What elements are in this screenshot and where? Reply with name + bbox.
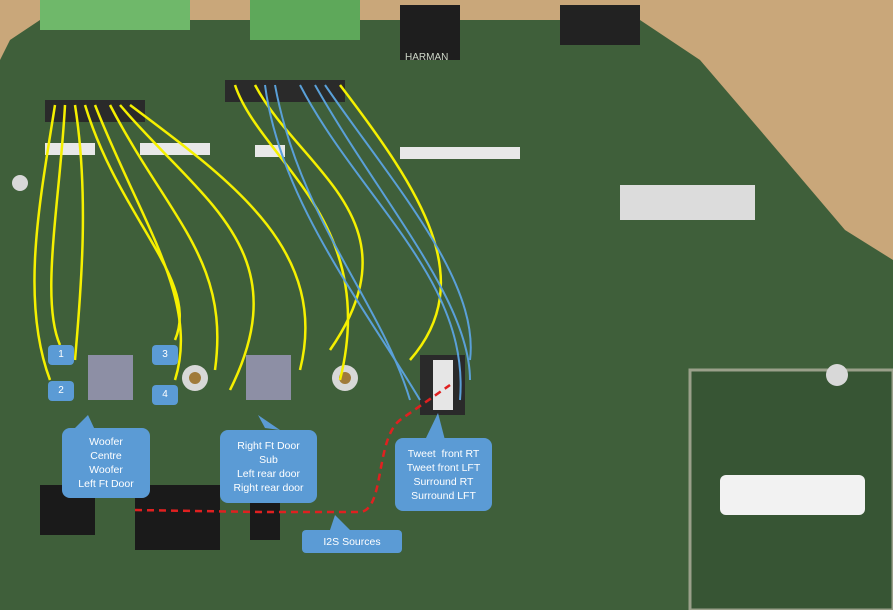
callout-line: Tweet front RT	[407, 447, 480, 460]
amp1-callout: Woofer Centre Woofer Left Ft Door	[62, 428, 150, 498]
callout-line: Centre	[90, 450, 122, 462]
amp3-callout: Tweet front RT Tweet front LFT Surround …	[395, 438, 492, 511]
i2s-sources-callout: I2S Sources	[302, 530, 402, 553]
header-strip-2	[225, 80, 345, 102]
memory-chip	[135, 485, 220, 550]
callout-line: Left Ft Door	[78, 478, 134, 490]
white-label	[720, 475, 865, 515]
black-connector-2	[560, 5, 640, 45]
callout-line: Woofer	[89, 464, 123, 476]
yellow-wires	[33, 84, 443, 391]
header-strip	[45, 100, 145, 122]
amp-chip-2	[246, 355, 291, 400]
amp-chip-1	[88, 355, 133, 400]
green-connector-2	[250, 0, 360, 40]
callout-line: Surround RT	[413, 475, 474, 488]
callout-line: Tweet front LFT	[406, 461, 481, 474]
i2s-dashed-line	[134, 383, 451, 514]
callout-line: Sub	[259, 453, 278, 466]
callout-line: I2S Sources	[323, 535, 381, 548]
channel-3-label: 3	[152, 345, 178, 365]
callout-line: Right Ft Door	[237, 439, 300, 452]
black-connector	[400, 5, 460, 60]
channel-1-label: 1	[48, 345, 74, 365]
callout-line: Left rear door	[236, 467, 301, 480]
channel-4-label: 4	[152, 385, 178, 405]
callout-line: Surround LFT	[411, 489, 476, 502]
board-label: HARMAN	[405, 52, 448, 63]
blue-wires	[264, 84, 472, 401]
green-connector	[40, 0, 190, 30]
amp2-callout: Right Ft Door Sub Left rear door Right r…	[220, 430, 317, 503]
callout-line: Right rear door	[233, 481, 304, 494]
channel-2-label: 2	[48, 381, 74, 401]
callout-line: Woofer	[89, 436, 123, 448]
